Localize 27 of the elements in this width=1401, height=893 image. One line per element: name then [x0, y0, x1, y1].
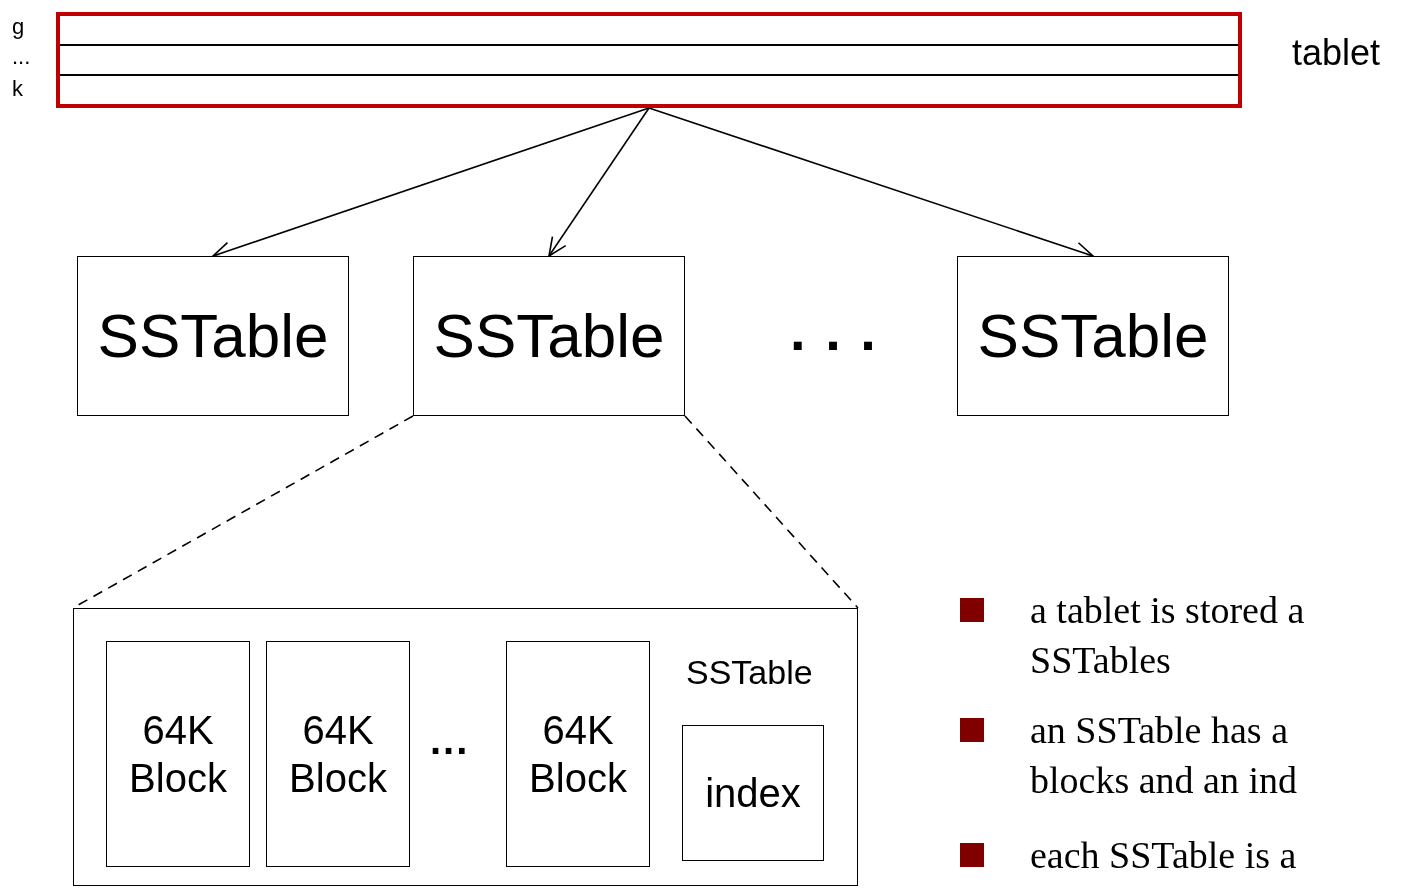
box-label: SSTable: [433, 299, 665, 372]
row-key-label: ...: [12, 44, 31, 70]
row-key-label: g: [12, 14, 25, 40]
arrow: [548, 107, 650, 257]
bullet-text: a tablet is stored a SSTables: [1030, 588, 1306, 683]
box-label: SSTable: [97, 299, 329, 372]
box-label: 64K Block: [528, 707, 628, 802]
process-box: [77, 256, 349, 416]
box-label: SSTable: [977, 299, 1209, 372]
box-label: 64K Block: [288, 707, 388, 802]
row-key-label: k: [12, 76, 23, 102]
process-box: [682, 725, 824, 861]
box-label: 64K Block: [128, 707, 228, 802]
tablet-heading: tablet: [1292, 32, 1381, 74]
ellipsis: ...: [790, 298, 896, 363]
bullet-text: an SSTable has a blocks and an ind: [1030, 708, 1298, 803]
ellipsis: ...: [430, 718, 470, 763]
container-heading: SSTable: [686, 653, 813, 692]
process-box: [506, 641, 650, 867]
box-label: index: [705, 770, 801, 817]
zoom-guide-line: [684, 415, 859, 609]
process-box: [106, 641, 250, 867]
bullet-text: each SSTable is a: [1030, 833, 1298, 878]
process-box: [957, 256, 1229, 416]
process-box: [266, 641, 410, 867]
process-box: [413, 256, 685, 416]
sstable-container: [73, 608, 858, 886]
